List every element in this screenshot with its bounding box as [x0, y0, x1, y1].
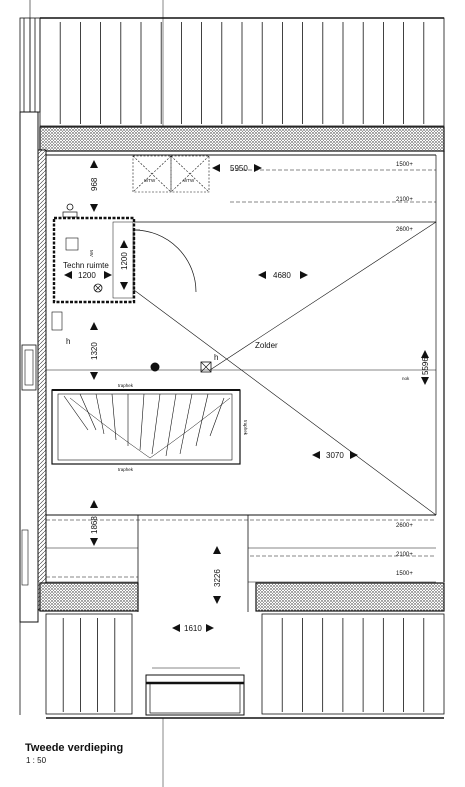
dimension-arrows [64, 160, 429, 632]
staircase [51, 389, 241, 465]
zolder-label: Zolder [255, 341, 278, 350]
stair-tread [151, 393, 161, 455]
level-2100-top: 2100+ [396, 197, 413, 203]
level-1500-bottom: 1500+ [396, 571, 413, 577]
vent-label-2: WTW [183, 178, 195, 183]
dim-1200-v: 1200 [120, 252, 129, 270]
stair-tread [165, 393, 177, 457]
insulation-strip-bottom-right [255, 582, 445, 612]
stairs-label-top: traphek [118, 383, 134, 388]
roof-panel-top-left [19, 17, 41, 113]
dim-3070: 3070 [326, 451, 344, 460]
level-2600-top: 2600+ [396, 227, 413, 233]
stair-tread [111, 393, 117, 441]
drawing-scale: 1 : 50 [26, 756, 47, 765]
roof-panel-bottom-left [45, 613, 133, 715]
attic-floor [46, 154, 437, 612]
hatch-label: h [214, 353, 218, 362]
dim-1200-h: 1200 [78, 271, 96, 280]
stair-tread [63, 395, 89, 431]
dimension-texts: 5950 968 1200 1200 4680 1320 3070 5596 1… [78, 164, 430, 633]
stairs-label-side: traphek [243, 420, 248, 436]
dim-3226: 3226 [213, 569, 222, 587]
stair-tread [139, 393, 145, 451]
vent-label-1: WTW [144, 178, 156, 183]
insulation-strip-top [39, 126, 445, 152]
dim-1868: 1868 [90, 516, 99, 534]
dormer [46, 667, 444, 787]
mv-label: MV [89, 250, 94, 257]
technical-room [51, 203, 197, 331]
stair-tread [95, 393, 105, 435]
roof-panel-bottom-right [261, 613, 445, 715]
level-1500-top: 1500+ [396, 162, 413, 168]
dim-968: 968 [90, 177, 99, 191]
hatch-label-2: h [66, 337, 70, 346]
dim-5596: 5596 [421, 357, 430, 375]
right-wall [435, 151, 445, 582]
insulation-strip-bottom-left [39, 582, 139, 612]
level-labels: 1500+ 2100+ 2600+ 2600+ 2100+ 1500+ nok [396, 162, 413, 577]
drawing-title: Tweede verdieping [25, 742, 124, 754]
roof-panel-top [39, 0, 445, 127]
level-2600-bottom: 2600+ [396, 523, 413, 529]
stair-tread [179, 393, 193, 455]
ventilation-units [132, 155, 210, 193]
ceiling-light-icon [150, 361, 212, 373]
stairs-label-bottom: traphek [118, 467, 134, 472]
stair-tread [209, 397, 225, 437]
dim-1320: 1320 [90, 342, 99, 360]
dim-5950: 5950 [230, 164, 248, 173]
level-2100-bottom: 2100+ [396, 552, 413, 558]
level-lines [46, 169, 436, 578]
dim-4680: 4680 [273, 271, 291, 280]
nok-label: nok [402, 376, 410, 381]
technical-room-label: Techn ruimte [63, 261, 109, 270]
dim-1610: 1610 [184, 624, 202, 633]
